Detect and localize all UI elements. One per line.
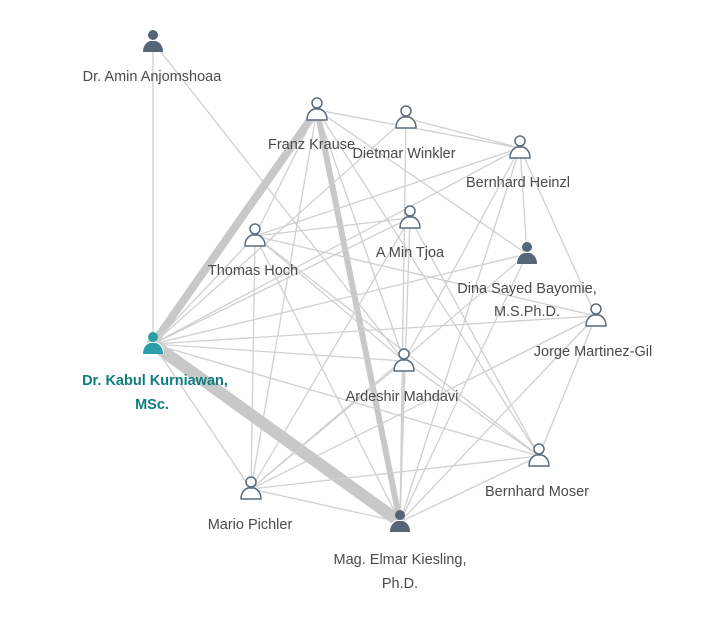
edge-franz-dina bbox=[316, 109, 528, 255]
edge-layer bbox=[147, 41, 597, 528]
edge-bernhardh-ardeshir bbox=[403, 147, 521, 362]
person-filled-icon bbox=[142, 30, 164, 52]
edge-bernhardh-kabul bbox=[152, 147, 521, 345]
person-outline-icon bbox=[399, 205, 421, 229]
edge-dina-kabul bbox=[152, 253, 528, 345]
node-label: A Min Tjoa bbox=[376, 245, 445, 261]
edge-kabul-ardeshir bbox=[152, 343, 405, 362]
edge-kabul-elmar bbox=[147, 338, 406, 528]
edge-jorge-bernhardm bbox=[538, 315, 597, 457]
node-amin[interactable]: Dr. Amin Anjomshoaa bbox=[83, 30, 223, 85]
node-label: Bernhard Moser bbox=[485, 484, 589, 500]
edge-dietmar-kabul bbox=[152, 117, 407, 345]
node-label: Dr. Kabul Kurniawan,MSc. bbox=[82, 373, 228, 413]
edge-thomas-jorge bbox=[254, 235, 597, 317]
person-outline-icon bbox=[509, 135, 531, 159]
node-label: Dr. Amin Anjomshoaa bbox=[83, 69, 223, 85]
node-label: Bernhard Heinzl bbox=[466, 175, 570, 191]
node-mario[interactable]: Mario Pichler bbox=[208, 476, 293, 533]
edge-dina-elmar bbox=[399, 253, 528, 523]
node-label: Franz Krause bbox=[268, 137, 355, 153]
edge-amin_tjoa-kabul bbox=[152, 217, 411, 345]
person-outline-icon bbox=[528, 443, 550, 467]
edge-dietmar-elmar bbox=[399, 117, 407, 523]
edge-ardeshir-elmar bbox=[399, 360, 405, 523]
node-elmar[interactable]: Mag. Elmar Kiesling,Ph.D. bbox=[334, 510, 467, 592]
edge-thomas-mario bbox=[250, 235, 256, 490]
node-label: Jorge Martinez-Gil bbox=[534, 344, 652, 360]
edge-amin-ardeshir bbox=[152, 41, 405, 362]
edge-thomas-kabul bbox=[152, 235, 256, 345]
person-outline-icon bbox=[393, 348, 415, 372]
node-dina[interactable]: Dina Sayed Bayomie,M.S.Ph.D. bbox=[457, 242, 597, 320]
edge-ardeshir-mario bbox=[250, 360, 405, 490]
person-outline-icon bbox=[240, 476, 262, 500]
edge-dietmar-bernhardh bbox=[405, 117, 521, 149]
node-kabul[interactable]: Dr. Kabul Kurniawan,MSc. bbox=[82, 332, 228, 413]
edge-franz-bernhardh bbox=[316, 109, 521, 149]
node-label: Dina Sayed Bayomie,M.S.Ph.D. bbox=[457, 281, 596, 320]
edge-ardeshir-bernhardm bbox=[403, 360, 540, 457]
person-highlight-icon bbox=[142, 332, 164, 354]
edge-kabul-bernhardm bbox=[152, 343, 540, 457]
edge-mario-elmar bbox=[250, 488, 401, 523]
edge-bernhardm-mario bbox=[250, 455, 540, 490]
edge-bernhardh-thomas bbox=[254, 147, 521, 237]
edge-bernhardh-elmar bbox=[399, 147, 521, 523]
node-jorge[interactable]: Jorge Martinez-Gil bbox=[534, 303, 652, 360]
edge-franz-kabul bbox=[149, 106, 321, 348]
edge-jorge-kabul bbox=[152, 315, 597, 345]
person-outline-icon bbox=[306, 97, 328, 121]
node-franz[interactable]: Franz Krause bbox=[268, 97, 355, 153]
node-label: Ardeshir Mahdavi bbox=[346, 389, 459, 405]
person-outline-icon bbox=[395, 105, 417, 129]
node-amin_tjoa[interactable]: A Min Tjoa bbox=[376, 205, 445, 261]
node-label: Mag. Elmar Kiesling,Ph.D. bbox=[334, 552, 467, 592]
node-bernhardm[interactable]: Bernhard Moser bbox=[485, 443, 589, 500]
edge-thomas-bernhardm bbox=[254, 235, 540, 457]
node-label: Thomas Hoch bbox=[208, 263, 298, 279]
edge-amin_tjoa-bernhardm bbox=[409, 217, 540, 457]
person-filled-icon bbox=[389, 510, 411, 532]
person-filled-icon bbox=[516, 242, 538, 264]
edge-franz-ardeshir bbox=[316, 109, 405, 362]
edge-kabul-mario bbox=[152, 343, 252, 490]
person-outline-icon bbox=[244, 223, 266, 247]
edge-thomas-ardeshir bbox=[254, 235, 405, 362]
node-label: Dietmar Winkler bbox=[352, 146, 455, 162]
person-outline-icon bbox=[585, 303, 607, 327]
node-label: Mario Pichler bbox=[208, 517, 293, 533]
edge-thomas-amin_tjoa bbox=[254, 217, 411, 237]
edge-franz-bernhardm bbox=[316, 109, 540, 457]
node-bernhardh[interactable]: Bernhard Heinzl bbox=[466, 135, 570, 191]
node-dietmar[interactable]: Dietmar Winkler bbox=[352, 105, 456, 162]
edge-bernhardh-jorge bbox=[519, 147, 597, 317]
node-thomas[interactable]: Thomas Hoch bbox=[208, 223, 298, 279]
edge-franz-thomas bbox=[254, 109, 318, 237]
edge-jorge-elmar bbox=[399, 315, 597, 523]
edge-amin_tjoa-mario bbox=[250, 217, 411, 490]
edge-bernhardm-elmar bbox=[399, 455, 540, 523]
node-ardeshir[interactable]: Ardeshir Mahdavi bbox=[346, 348, 459, 405]
edge-bernhardh-dina bbox=[519, 147, 528, 255]
